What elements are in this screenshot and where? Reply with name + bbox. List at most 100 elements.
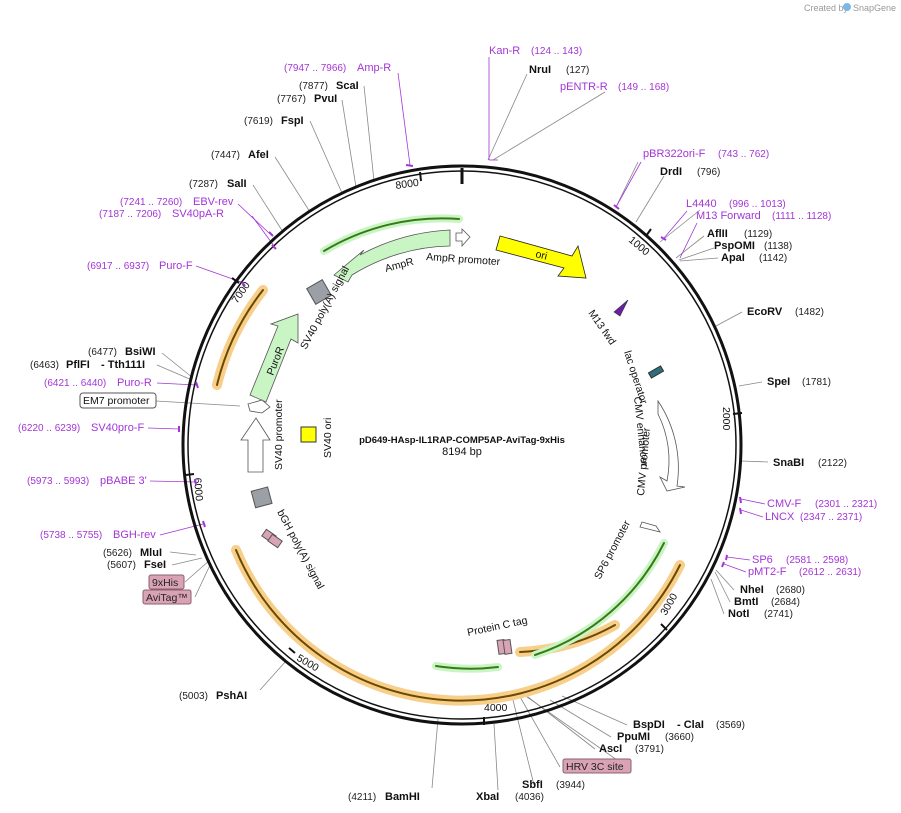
svg-text:NheI: NheI: [740, 584, 764, 596]
site-bamhi[interactable]: (4211)BamHI: [348, 791, 420, 803]
primer-puro-f[interactable]: (6917 .. 6937)Puro-F: [87, 260, 193, 272]
tag-pair-left: [261, 528, 283, 549]
site-drdi[interactable]: DrdI(796): [660, 166, 720, 178]
svg-text:AscI: AscI: [599, 743, 622, 755]
svg-text:Puro-R: Puro-R: [117, 377, 152, 389]
site-mlui[interactable]: (5626)MluI: [103, 547, 162, 559]
primer-lncx[interactable]: LNCX(2347 .. 2371): [765, 511, 862, 523]
primer-sp6[interactable]: SP6(2581 .. 2598): [752, 554, 848, 566]
svg-text:EcoRV: EcoRV: [747, 306, 783, 318]
site-sbfi[interactable]: SbfI(3944): [522, 779, 585, 791]
label-avitag[interactable]: AviTag™: [142, 589, 192, 605]
primer-bgh-rev[interactable]: (5738 .. 5755)BGH-rev: [40, 529, 156, 541]
svg-text:pENTR-R: pENTR-R: [560, 81, 608, 93]
primer-puro-r[interactable]: (6421 .. 6440)Puro-R: [44, 377, 152, 389]
site-xbai[interactable]: XbaI (4036): [476, 791, 544, 803]
primer-amp-r[interactable]: (7947 .. 7966)Amp-R: [284, 62, 391, 74]
site-apai[interactable]: ApaI(1142): [721, 252, 787, 264]
svg-text:SV40pA-R: SV40pA-R: [172, 208, 224, 220]
primer-l4440[interactable]: L4440(996 .. 1013): [686, 198, 786, 210]
m13-fwd-label: M13 fwd: [586, 308, 619, 348]
site-bspdi-clai[interactable]: BspDI- ClaI(3569): [633, 719, 745, 731]
svg-text:(4036): (4036): [515, 792, 544, 803]
site-nhei[interactable]: NheI(2680): [740, 584, 805, 596]
svg-text:(743 .. 762): (743 .. 762): [718, 149, 769, 160]
site-ppumi[interactable]: PpuMI(3660): [617, 731, 694, 743]
site-snabi[interactable]: SnaBI(2122): [773, 457, 847, 469]
site-nrui[interactable]: NruI(127): [529, 64, 589, 76]
svg-text:(2581 .. 2598): (2581 .. 2598): [786, 555, 848, 566]
svg-text:(2301 .. 2321): (2301 .. 2321): [815, 499, 877, 510]
svg-text:PvuI: PvuI: [314, 93, 337, 105]
label-9xhis[interactable]: 9xHis: [148, 574, 185, 590]
svg-text:6000: 6000: [191, 477, 205, 501]
primer-pentr-r[interactable]: pENTR-R(149 .. 168): [560, 81, 669, 93]
m13-fwd-marker: [613, 299, 629, 317]
svg-text:(1111 .. 1128): (1111 .. 1128): [772, 211, 831, 222]
svg-text:4000: 4000: [484, 702, 508, 714]
svg-text:(1138): (1138): [764, 241, 792, 252]
site-sali[interactable]: (7287)SalI: [189, 178, 247, 190]
site-asci[interactable]: AscI(3791): [599, 743, 664, 755]
ori-arrow: [495, 235, 587, 279]
svg-text:(1482): (1482): [795, 307, 824, 318]
svg-text:SpeI: SpeI: [767, 376, 790, 388]
site-afei[interactable]: (7447)AfeI: [211, 149, 269, 161]
svg-text:ScaI: ScaI: [336, 80, 359, 92]
svg-text:(7767): (7767): [277, 94, 306, 105]
primer-m13-forward[interactable]: M13 Forward (1111 .. 1128): [696, 210, 831, 222]
svg-text:(796): (796): [697, 167, 720, 178]
protein-c-tag-marker: [496, 638, 513, 655]
site-scai[interactable]: (7877)ScaI: [299, 80, 359, 92]
lac-operator-box: [647, 365, 665, 379]
site-fspi[interactable]: (7619)FspI: [244, 115, 304, 127]
site-spei[interactable]: SpeI (1781): [767, 376, 831, 388]
label-hrv-3c-site[interactable]: HRV 3C site: [562, 758, 632, 774]
svg-text:LNCX: LNCX: [765, 511, 795, 523]
site-aflii[interactable]: AflII(1129): [707, 228, 772, 240]
green-arcs: [320, 214, 668, 673]
svg-text:Amp-R: Amp-R: [357, 62, 391, 74]
svg-text:M13 Forward: M13 Forward: [696, 210, 761, 222]
site-pspomi[interactable]: PspOMI(1138): [714, 240, 792, 252]
sv40-polya-box: [306, 279, 332, 305]
svg-text:HRV 3C site: HRV 3C site: [566, 761, 624, 773]
svg-text:(3569): (3569): [716, 720, 745, 731]
svg-text:XbaI: XbaI: [476, 791, 499, 803]
svg-text:(6477): (6477): [88, 347, 117, 358]
svg-text:(7287): (7287): [189, 179, 218, 190]
plasmid-size: 8194 bp: [442, 446, 482, 458]
site-bmti[interactable]: BmtI(2684): [734, 596, 800, 608]
cmv-enhancer-promoter-arrow: [657, 399, 686, 492]
site-ecorv[interactable]: EcoRV (1482): [747, 306, 824, 318]
site-pshai[interactable]: (5003)PshAI: [179, 690, 247, 702]
site-bsiwi[interactable]: (6477) BsiWI: [88, 346, 156, 358]
primer-pbabe-3[interactable]: (5973 .. 5993)pBABE 3': [27, 475, 147, 487]
svg-text:(6463): (6463): [30, 360, 59, 371]
svg-text:(6220 .. 6239): (6220 .. 6239): [18, 423, 80, 434]
svg-text:(1781): (1781): [802, 377, 831, 388]
primer-sv40pro-f[interactable]: (6220 .. 6239)SV40pro-F: [18, 422, 144, 434]
primer-ebv-rev[interactable]: (7241 .. 7260)EBV-rev: [120, 196, 234, 208]
primer-sv40pa-r[interactable]: (7187 .. 7206)SV40pA-R: [99, 208, 224, 220]
site-pvui[interactable]: (7767) PvuI: [277, 93, 337, 105]
site-fsei[interactable]: (5607)FseI: [107, 559, 166, 571]
primer-marks: [178, 164, 742, 568]
primer-pmt2-f[interactable]: pMT2-F(2612 .. 2631): [748, 566, 861, 578]
site-noti[interactable]: NotI(2741): [728, 608, 793, 620]
svg-text:CMV-F: CMV-F: [767, 498, 802, 510]
site-pflfi-tth111i[interactable]: (6463)PflFI- Tth111I: [30, 359, 145, 371]
svg-text:(1142): (1142): [759, 253, 787, 264]
primer-kan-r[interactable]: Kan-R(124 .. 143): [489, 45, 582, 57]
svg-text:(7619): (7619): [244, 116, 273, 127]
tick-4000: 4000: [483, 702, 508, 725]
label-em7-promoter[interactable]: EM7 promoter: [79, 392, 157, 409]
snapgene-logo-icon: [843, 3, 851, 11]
credit-created-by: Created by: [804, 3, 849, 13]
primer-pbr322ori-f[interactable]: pBR322ori-F(743 .. 762): [643, 148, 769, 160]
primer-cmv-f[interactable]: CMV-F (2301 .. 2321): [767, 498, 877, 510]
svg-text:BsiWI: BsiWI: [125, 346, 156, 358]
sp6-promoter-label: SP6 promoter: [592, 518, 633, 581]
svg-text:BamHI: BamHI: [385, 791, 420, 803]
